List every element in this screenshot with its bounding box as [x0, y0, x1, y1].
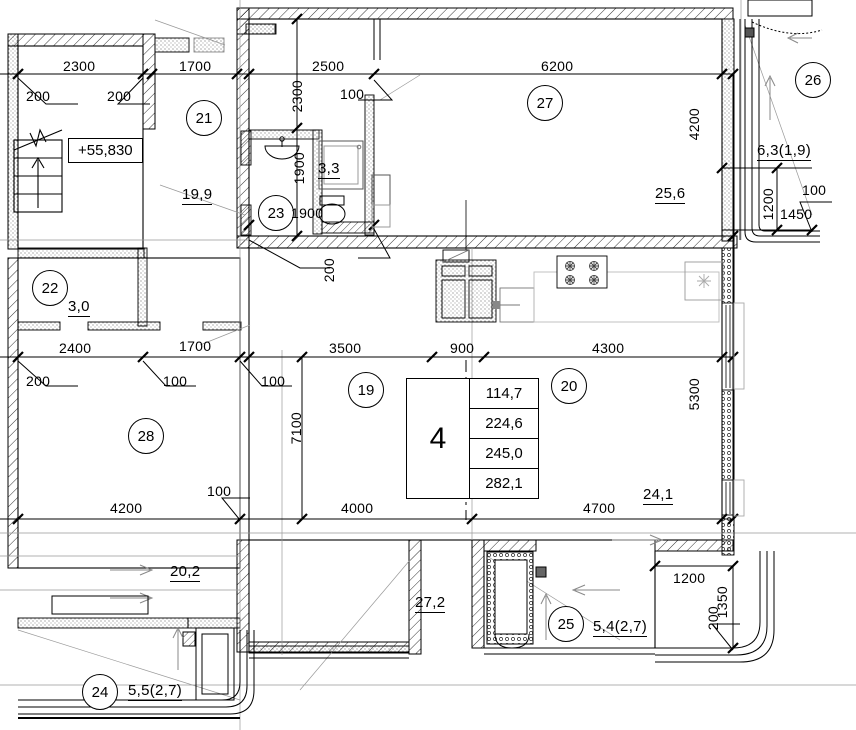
- dimension-5300-vert: 5300: [686, 378, 702, 411]
- dimension-3500: 3500: [329, 340, 362, 356]
- room-number-23[interactable]: 23: [258, 195, 294, 231]
- room-number-25[interactable]: 25: [548, 606, 584, 642]
- room-number-19[interactable]: 19: [348, 372, 384, 408]
- dimension-1350-vert: 1350: [714, 586, 730, 619]
- leader-lines: [17, 77, 832, 651]
- dimension-lines: [0, 19, 812, 649]
- walls-layer: [7, 7, 738, 655]
- dimension-4000: 4000: [341, 500, 374, 516]
- dimension-100-d: 100: [207, 483, 232, 499]
- dimension-200-a: 200: [26, 88, 51, 104]
- balcony-24: [18, 564, 255, 719]
- windows: [725, 305, 731, 514]
- room-area-27: 25,6: [655, 185, 686, 204]
- room-number-20[interactable]: 20: [551, 368, 587, 404]
- apartment-number: 4: [429, 421, 447, 455]
- dimension-2500-top: 2500: [312, 58, 345, 74]
- dimension-1200-bottom: 1200: [673, 570, 706, 586]
- room-area-20: 24,1: [643, 486, 674, 505]
- dimension-100-a: 100: [340, 86, 365, 102]
- dimension-100-c: 100: [261, 373, 286, 389]
- room-area-24: 5,5(2,7): [128, 682, 183, 701]
- dimension-200-vert: 200: [321, 258, 337, 283]
- room-number-27[interactable]: 27: [527, 85, 563, 121]
- apartment-area-total: 245,0: [470, 439, 538, 469]
- apartment-area-usable: 224,6: [470, 409, 538, 439]
- room-number-22[interactable]: 22: [32, 270, 68, 306]
- room-number-24[interactable]: 24: [82, 674, 118, 710]
- dimension-6200-top: 6200: [541, 58, 574, 74]
- kitchen-fixtures: [435, 249, 724, 323]
- dimension-200-c: 200: [26, 373, 51, 389]
- dimension-1700-mid: 1700: [179, 338, 212, 354]
- room-area-21: 19,9: [182, 186, 213, 205]
- room-outlines: [17, 18, 723, 653]
- room-area-25: 5,4(2,7): [593, 618, 648, 637]
- sink-icon: [264, 145, 300, 160]
- fixtures: [264, 136, 391, 228]
- dimension-7100-vert: 7100: [288, 412, 304, 445]
- dimension-2300-vert: 2300: [289, 80, 305, 113]
- dimension-100-b: 100: [163, 373, 188, 389]
- dimension-4700: 4700: [583, 500, 616, 516]
- dimension-2300-top: 2300: [63, 58, 96, 74]
- room-number-26[interactable]: 26: [795, 62, 831, 98]
- room-number-28[interactable]: 28: [128, 418, 164, 454]
- dimension-100-e: 100: [802, 182, 827, 198]
- dimension-1700-top: 1700: [179, 58, 212, 74]
- room-area-23: 3,3: [318, 160, 340, 179]
- dimension-200-b: 200: [107, 88, 132, 104]
- dimension-1900-h: 1900: [291, 205, 324, 221]
- dimension-4300: 4300: [592, 340, 625, 356]
- dimension-1200-vert: 1200: [760, 188, 776, 221]
- dimension-900: 900: [450, 340, 475, 356]
- stove-burners-icon: [565, 261, 599, 285]
- dimension-1450: 1450: [780, 206, 813, 222]
- toilet-icon: [318, 203, 346, 225]
- apartment-stamp[interactable]: 4 114,7 224,6 245,0 282,1: [406, 378, 539, 499]
- apartment-area-living: 114,7: [470, 379, 538, 409]
- sink-small-icon: [697, 274, 711, 288]
- room-area-28: 20,2: [170, 563, 201, 582]
- dimension-1900-vert: 1900: [291, 152, 307, 185]
- elevation-marker: +55,830: [68, 138, 143, 163]
- balcony-25: [486, 534, 775, 663]
- room-area-19: 27,2: [415, 594, 446, 613]
- dimension-2400: 2400: [59, 340, 92, 356]
- room-number-21[interactable]: 21: [186, 100, 222, 136]
- dimension-4200-bottom: 4200: [110, 500, 143, 516]
- dimension-4200-vert: 4200: [686, 108, 702, 141]
- balcony-26: [744, 0, 823, 243]
- room-area-22: 3,0: [68, 298, 90, 317]
- room-area-26: 6,3(1,9): [757, 142, 812, 161]
- stair-symbol: [13, 128, 63, 213]
- apartment-area-with-balcony: 282,1: [485, 475, 523, 492]
